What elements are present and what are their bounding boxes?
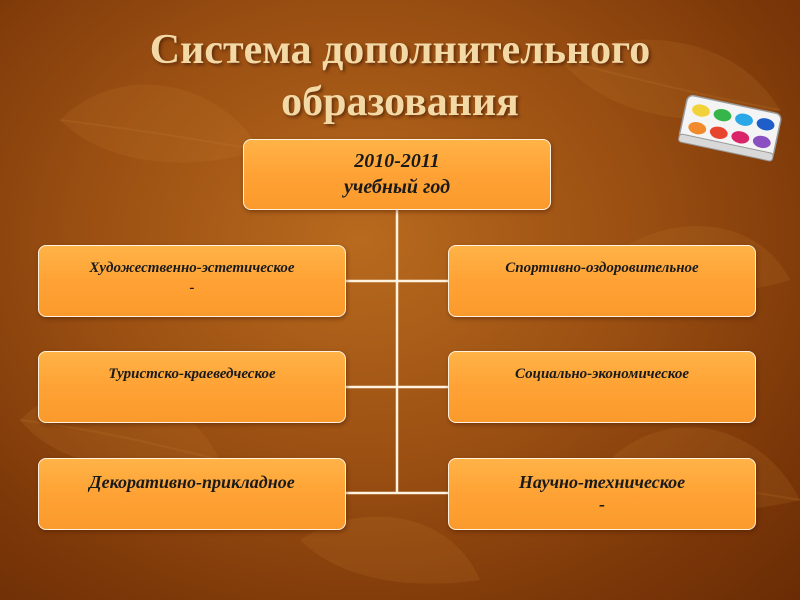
branch-scientific-technical: Научно-техническое - <box>448 458 756 530</box>
branch-sublabel: - <box>599 494 605 514</box>
page-title: Система дополнительного образования <box>0 24 800 128</box>
root-label: учебный год <box>343 176 451 198</box>
branch-socio-economic: Социально-экономическое <box>448 351 756 423</box>
root-box-academic-year: 2010-2011 учебный год <box>243 139 551 210</box>
branch-tourism-local-history: Туристско-краеведческое <box>38 351 346 423</box>
branch-sublabel: - <box>189 280 195 296</box>
branch-label: Декоративно-прикладное <box>89 472 295 492</box>
branch-sports-health: Спортивно-оздоровительное <box>448 245 756 317</box>
branch-label: Социально-экономическое <box>515 366 689 382</box>
branch-decorative-applied: Декоративно-прикладное <box>38 458 346 530</box>
title-line-2: образования <box>281 79 519 125</box>
root-year: 2010-2011 <box>354 150 440 172</box>
branch-label: Спортивно-оздоровительное <box>505 260 699 276</box>
title-line-1: Система дополнительного <box>149 27 651 73</box>
paint-palette-icon <box>678 94 782 162</box>
branch-label: Художественно-эстетическое <box>89 260 295 276</box>
branch-artistic-aesthetic: Художественно-эстетическое - <box>38 245 346 317</box>
branch-label: Туристско-краеведческое <box>108 366 276 382</box>
branch-label: Научно-техническое <box>518 472 686 492</box>
